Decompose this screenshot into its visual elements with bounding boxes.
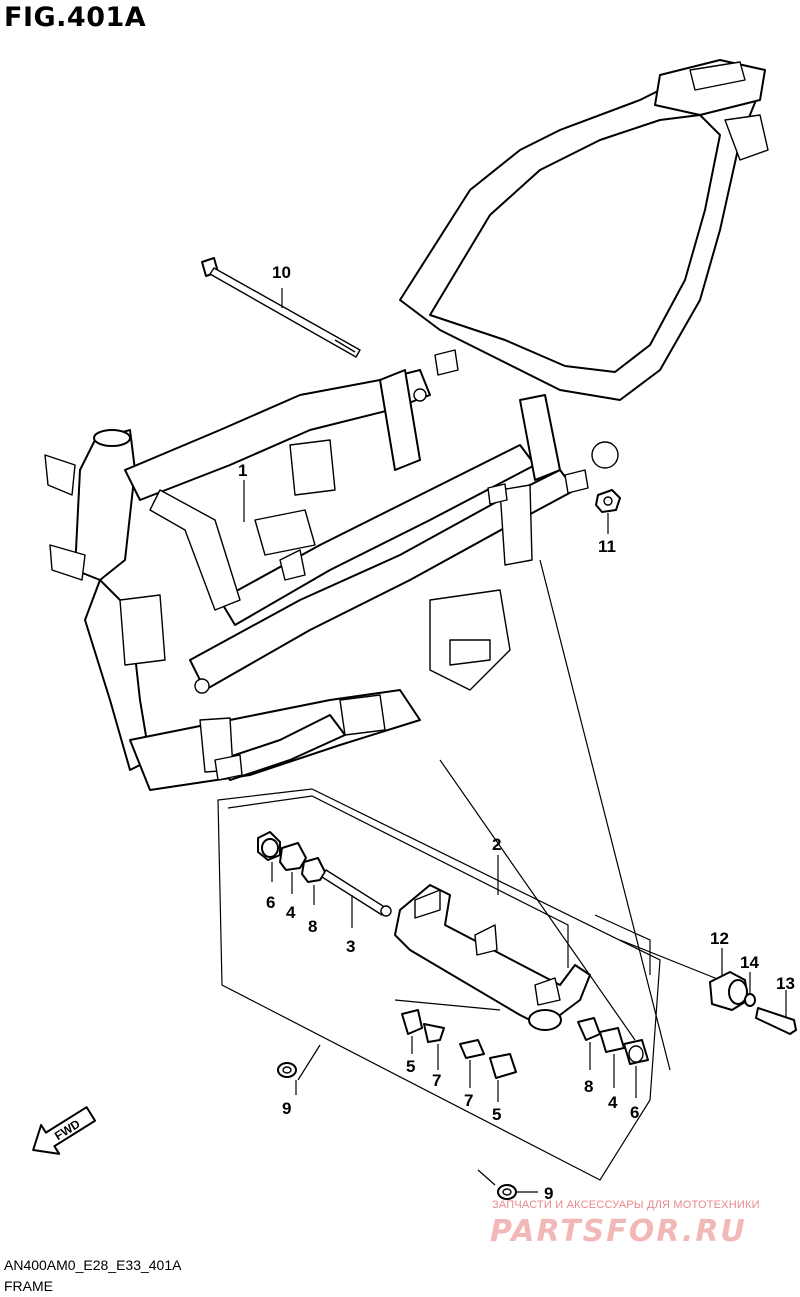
callout-cap-left: 6 <box>266 893 276 912</box>
damper-drawing <box>709 971 797 1035</box>
watermark-logo: PARTSFOR.RU <box>490 1214 747 1249</box>
fwd-arrow-icon: FWD <box>32 1106 97 1155</box>
figure-title: FIG.401A <box>4 2 147 33</box>
callout-bushing-left: 4 <box>286 903 296 922</box>
callout-bolt-short: 13 <box>776 974 795 993</box>
callout-bearing-a: 5 <box>406 1057 416 1076</box>
figure-code: AN400AM0_E28_E33_401A <box>4 1257 182 1273</box>
left-bushing-set <box>257 831 392 917</box>
callout-bracket: 2 <box>492 835 502 854</box>
callout-spacer-left: 8 <box>308 917 318 936</box>
main-frame-drawing <box>44 59 769 791</box>
engine-bracket-drawing <box>394 884 591 1031</box>
callout-bolt-long: 10 <box>272 263 291 282</box>
callout-collar: 3 <box>346 937 356 956</box>
callout-damper: 12 <box>710 929 729 948</box>
callout-washer-a: 9 <box>282 1099 292 1118</box>
callout-frame: 1 <box>238 461 248 480</box>
center-bearing-set <box>401 1009 517 1079</box>
washer-drawing <box>277 1044 538 1200</box>
nut-drawing <box>595 489 621 513</box>
callout-washer-b: 9 <box>544 1184 554 1203</box>
assembly-box <box>217 559 721 1181</box>
callout-cap-right: 6 <box>630 1103 640 1122</box>
bolt-long-drawing <box>201 257 361 358</box>
callout-collar-a: 7 <box>432 1071 442 1090</box>
callout-collar-b: 7 <box>464 1091 474 1110</box>
right-bushing-set <box>577 1017 649 1065</box>
figure-name: FRAME <box>4 1278 53 1294</box>
callout-bearing-b: 5 <box>492 1105 502 1124</box>
callout-washer-small: 14 <box>740 953 759 972</box>
callout-bushing-right: 4 <box>608 1093 618 1112</box>
callout-spacer-right: 8 <box>584 1077 594 1096</box>
callout-nut: 11 <box>598 537 616 556</box>
watermark-tagline: ЗАПЧАСТИ И АКСЕССУАРЫ ДЛЯ МОТОТЕХНИКИ <box>492 1199 760 1211</box>
